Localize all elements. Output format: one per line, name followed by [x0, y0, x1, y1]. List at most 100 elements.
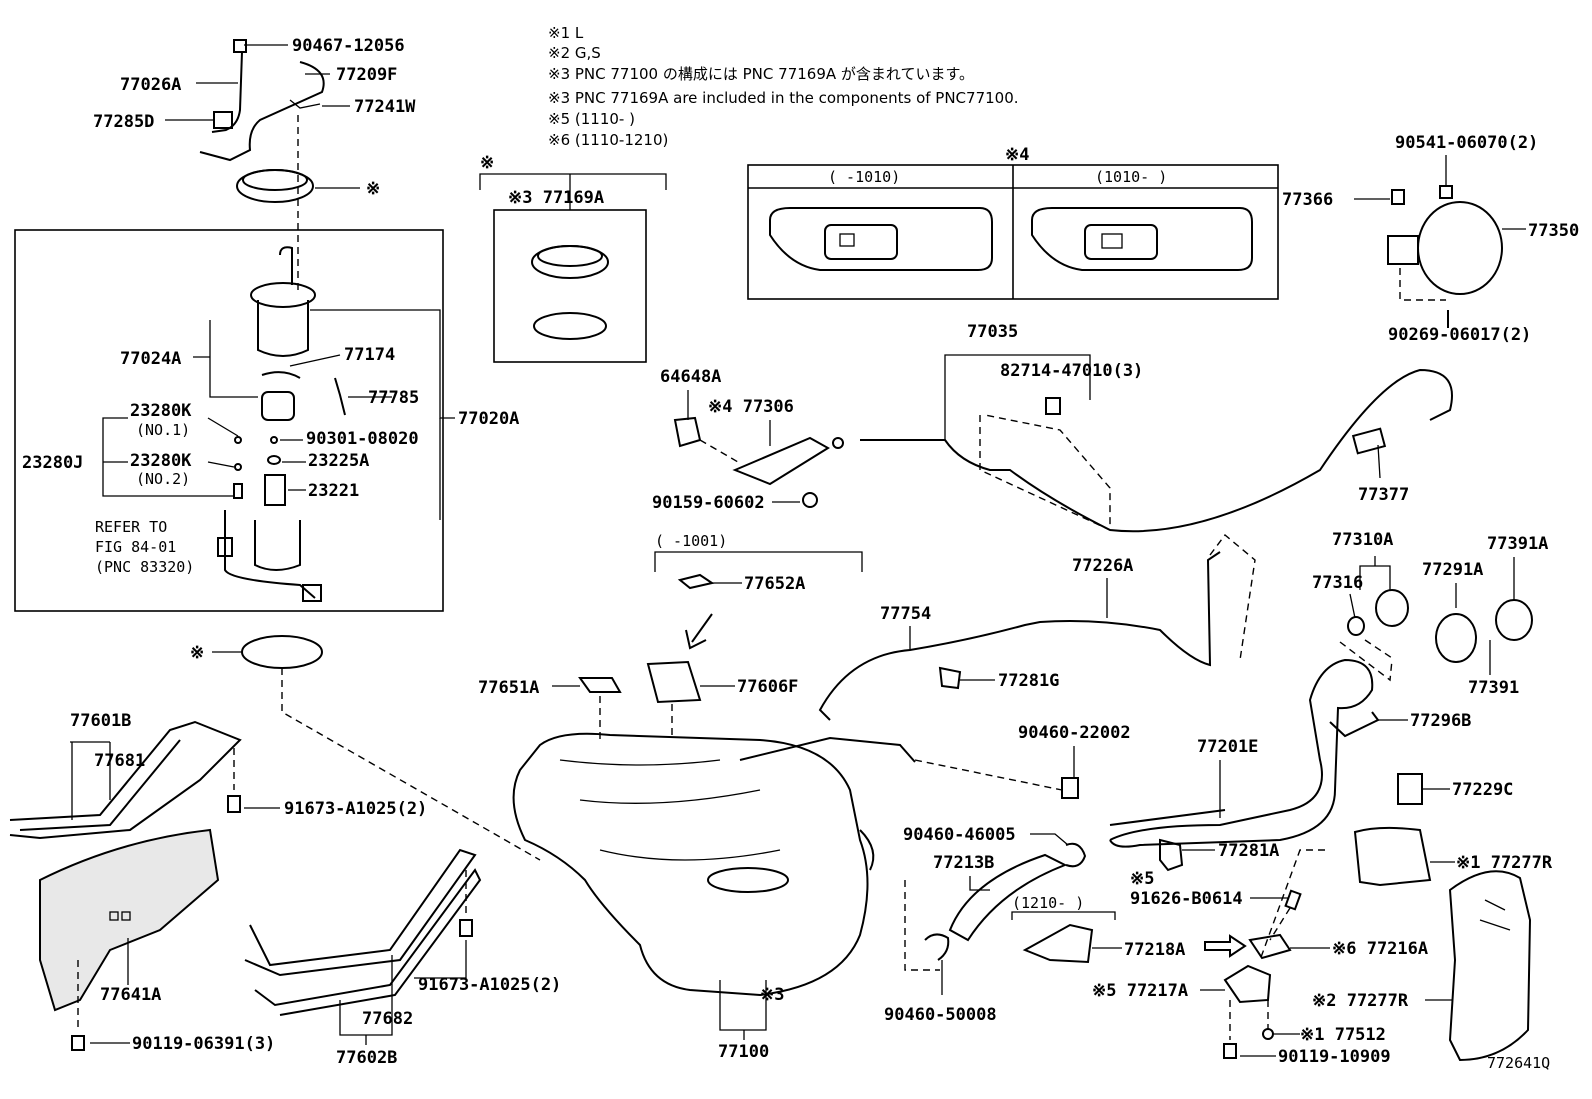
bracket-77216a — [1248, 933, 1292, 960]
note-1: ※1 L — [548, 24, 584, 42]
gasket-guide — [281, 668, 541, 861]
neck-77201e — [1109, 658, 1374, 848]
label-77100: 77100 — [718, 1042, 769, 1062]
tank-opening — [707, 867, 789, 893]
gasket-ring — [241, 635, 323, 669]
arrow-right — [1204, 934, 1247, 958]
protector-upper — [1353, 826, 1432, 887]
clamp-77229c — [1397, 773, 1423, 805]
range-1210: (1210- ) — [1012, 894, 1084, 912]
label-77291a: 77291A — [1422, 560, 1483, 580]
label-77281a: 77281A — [1218, 841, 1279, 861]
kit-box-77169a: ※ ※3 77169A — [479, 153, 667, 363]
hinge — [1387, 235, 1419, 265]
label-77601b: 77601B — [70, 711, 131, 731]
ring-77391 — [1495, 599, 1533, 641]
label-23280j: 23280J — [22, 453, 83, 473]
lock-actuator: 64648A ※4 77306 90159-60602 — [652, 367, 830, 513]
harness-77785 — [334, 377, 346, 416]
label-77218a: 77218A — [1124, 940, 1185, 960]
label-77602b: 77602B — [336, 1048, 397, 1068]
figure-id: 772641Q — [1487, 1054, 1550, 1072]
label-77350: 77350 — [1528, 221, 1579, 241]
ring-77291a — [1435, 613, 1477, 663]
clip-77174 — [261, 371, 301, 379]
label-23221: 23221 — [308, 481, 359, 501]
clip-90467 — [233, 39, 247, 53]
label-77512: ※1 77512 — [1300, 1025, 1386, 1045]
label-77306: ※4 77306 — [708, 397, 794, 417]
bracket-64648a — [673, 416, 702, 448]
label-77285d: 77285D — [93, 112, 154, 132]
label-77035: 77035 — [967, 322, 1018, 342]
label-23225a: 23225A — [308, 451, 369, 471]
kit-mark: ※ — [480, 153, 494, 173]
gauge-connector — [217, 537, 233, 557]
arrow-down — [685, 613, 713, 650]
regulator — [233, 483, 243, 499]
cable-77035 — [860, 368, 1453, 533]
clip-77241w — [289, 99, 321, 109]
note-5: ※5 (1110- ) — [548, 110, 635, 128]
oring-90301 — [270, 436, 278, 444]
strap-77682 — [254, 868, 482, 1016]
bolt-91673-left — [227, 795, 241, 813]
label-77026a: 77026A — [120, 75, 181, 95]
label-77377: 77377 — [1358, 485, 1409, 505]
clip-77512 — [1262, 1028, 1274, 1040]
filter-23280k-1 — [234, 436, 242, 444]
filler-neck: 77310A 77316 77291A 77391A 77391 77201E … — [1109, 530, 1548, 848]
bracket-group: ※5 91626-B0614 (1210- ) 77218A ※6 77216A… — [1011, 849, 1428, 1067]
fuel-icon-right — [1101, 233, 1123, 249]
connector-77285d — [213, 111, 233, 129]
label-no1: (NO.1) — [136, 421, 190, 439]
label-64648a: 64648A — [660, 367, 721, 387]
pump-flange — [250, 282, 316, 308]
breather-tube — [818, 551, 1221, 721]
clamps-middle: 90460-22002 90460-46005 77213B 90460-500… — [884, 723, 1279, 1025]
cushion-23225a — [267, 455, 281, 465]
notes-block: ※1 L ※2 G,S ※3 PNC 77100 の構成には PNC 77169… — [548, 24, 1019, 149]
label-77020a: 77020A — [458, 409, 519, 429]
opener-cable: 77035 82714-47010(3) 77377 — [832, 322, 1453, 533]
label-77754: 77754 — [880, 604, 931, 624]
bracket-77217a — [1223, 964, 1272, 1004]
note-6: ※6 (1110-1210) — [548, 131, 668, 149]
refer-line-1: REFER TO — [95, 518, 167, 536]
filter-23280k-2 — [234, 463, 242, 471]
strap-77601b — [9, 720, 242, 840]
variant-mark: ※4 — [1005, 145, 1029, 165]
label-77641a: 77641A — [100, 985, 161, 1005]
label-77024a: 77024A — [120, 349, 181, 369]
label-77681: 77681 — [94, 751, 145, 771]
ring-mark-bottom: ※ — [190, 643, 204, 663]
hose-77213b — [948, 853, 1068, 942]
label-77201e: 77201E — [1197, 737, 1258, 757]
label-91673-left: 91673-A1025(2) — [284, 799, 427, 819]
filter-lower — [254, 520, 301, 571]
label-77216a: ※6 77216A — [1332, 939, 1428, 959]
clamp-90460-46005 — [1065, 842, 1087, 868]
clamp-90460-50008 — [924, 933, 950, 961]
opener-left — [769, 207, 993, 271]
label-77652a: 77652A — [744, 574, 805, 594]
cable-end-77377 — [1351, 427, 1387, 455]
label-23280k-1: 23280K — [130, 401, 192, 421]
label-77209f: 77209F — [336, 65, 397, 85]
kit-label: ※3 77169A — [508, 188, 604, 208]
gasket-bottom: ※ — [190, 635, 541, 861]
label-91626-b0614: 91626-B0614 — [1130, 889, 1243, 909]
clamp-90460-22002 — [1061, 777, 1079, 799]
left-straps: 77601B 77681 91673-A1025(2) 77641A 90119… — [9, 711, 427, 1054]
label-77366: 77366 — [1282, 190, 1333, 210]
label-90119-10909: 90119-10909 — [1278, 1047, 1391, 1067]
pump-frame — [14, 229, 444, 612]
bracket-77218a — [1022, 923, 1094, 964]
fuel-door: 90541-06070(2) 77366 77350 90269-06017(2… — [1282, 133, 1579, 345]
label-90269-06017: 90269-06017(2) — [1388, 325, 1531, 345]
label-90460-50008: 90460-50008 — [884, 1005, 997, 1025]
label-77241w: 77241W — [354, 97, 416, 117]
label-77606f: 77606F — [737, 677, 798, 697]
bumper-90541 — [1439, 185, 1453, 199]
